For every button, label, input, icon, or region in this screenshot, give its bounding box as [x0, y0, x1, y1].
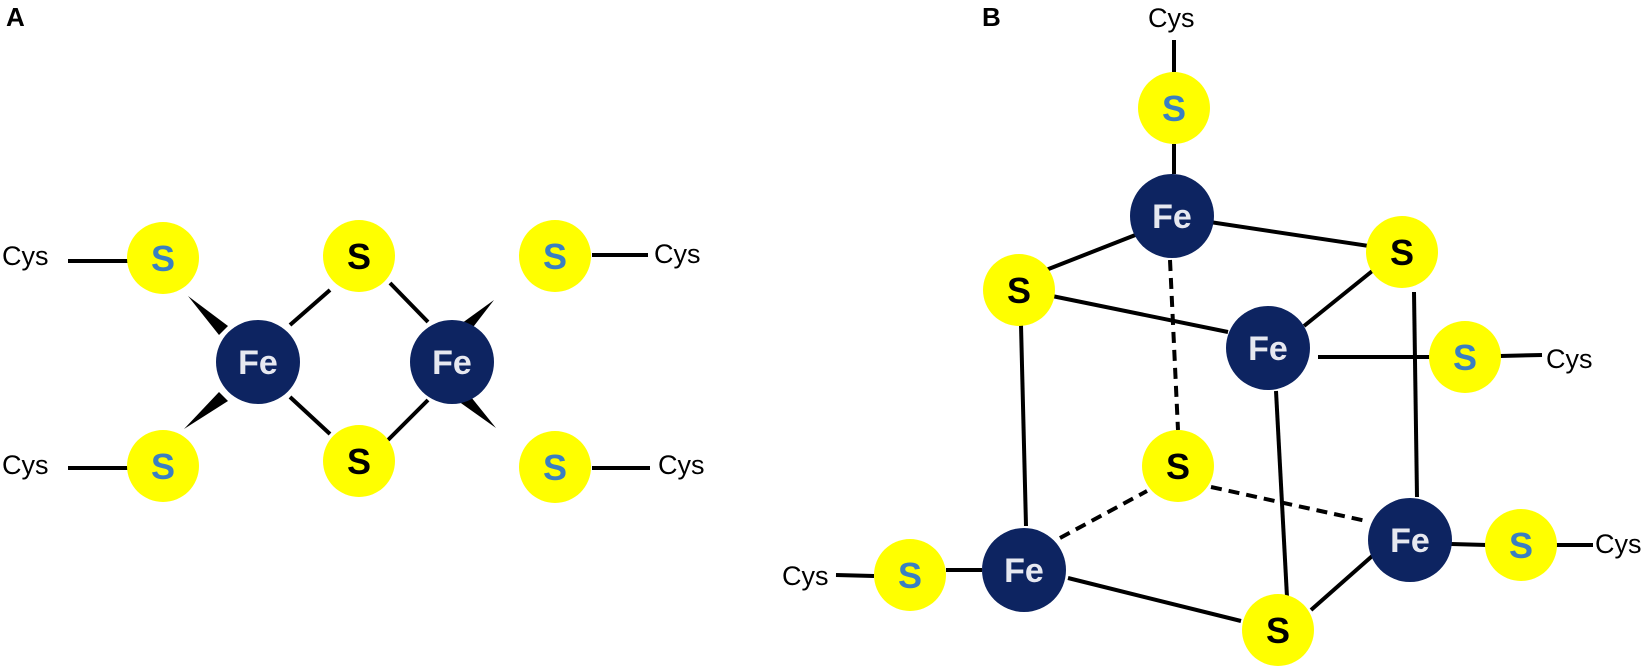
terminal-sulfur-atom-b-left: S — [874, 539, 946, 611]
panel-a-bonds — [68, 253, 650, 470]
iron-atom-b-bottomleft: Fe — [982, 528, 1066, 612]
bond-fe-s-a2 — [388, 281, 430, 324]
bond-fe-mid-s-right — [1302, 266, 1378, 328]
panel-a-label: A — [6, 2, 25, 32]
bond-s-cys-b-right — [1499, 353, 1543, 358]
bond-s-bottom-fe-right — [1309, 548, 1381, 612]
bond-fe-s-b-farright — [1450, 542, 1488, 547]
bond-fe-s-a3 — [288, 395, 332, 436]
cys-label-b-top: Cys — [1148, 3, 1195, 33]
panel-b-label: B — [982, 2, 1001, 32]
bridging-sulfur-atom-bottom: S — [323, 425, 395, 497]
bond-s-left-fe-bottomleft — [1019, 324, 1028, 527]
iron-label: Fe — [238, 344, 278, 382]
bond-fe-bottomleft-s-bottom — [1067, 576, 1242, 623]
bond-fe-s-a4 — [386, 398, 430, 442]
bridging-sulfur-label: S — [347, 236, 371, 277]
wedge-bond-a2 — [184, 392, 228, 429]
terminal-sulfur-atom-b-top: S — [1138, 72, 1210, 144]
terminal-sulfur-atom-a1: S — [127, 222, 199, 294]
bond-fe-mid-s-bottom — [1274, 390, 1289, 598]
iron-atom-b-middle: Fe — [1226, 306, 1310, 390]
bond-s-left-fe-top — [1045, 230, 1144, 272]
bond-fe-s-a1 — [288, 288, 332, 327]
core-sulfur-label: S — [1007, 270, 1031, 311]
bridging-sulfur-atom-top: S — [323, 220, 395, 292]
core-sulfur-label: S — [1266, 610, 1290, 651]
terminal-sulfur-atom-b-farright: S — [1485, 509, 1557, 581]
cys-label-b-right: Cys — [1546, 344, 1593, 374]
cys-label-a1: Cys — [2, 241, 49, 271]
terminal-sulfur-label: S — [1509, 525, 1533, 566]
cys-label-b-left: Cys — [782, 561, 829, 591]
bond-s-right-fe-right — [1412, 291, 1419, 498]
terminal-sulfur-label: S — [151, 238, 175, 279]
iron-label: Fe — [1390, 522, 1430, 560]
panel-b-bonds — [835, 40, 1593, 623]
terminal-sulfur-label: S — [1453, 337, 1477, 378]
dashed-bond-fe-left-s-back — [1059, 489, 1148, 540]
core-sulfur-atom-left: S — [983, 254, 1055, 326]
terminal-sulfur-label: S — [151, 446, 175, 487]
bond-s-left-fe-mid — [1051, 294, 1229, 334]
terminal-sulfur-atom-a2: S — [127, 430, 199, 502]
cys-label-b-farright: Cys — [1595, 529, 1642, 559]
panel-b-4fe-4s-cluster: Cys Cys Cys Cys S S S S S S — [782, 3, 1642, 666]
terminal-sulfur-label: S — [1162, 88, 1186, 129]
core-sulfur-label: S — [1390, 232, 1414, 273]
terminal-sulfur-label: S — [543, 447, 567, 488]
cys-label-a2: Cys — [2, 450, 49, 480]
iron-label: Fe — [1248, 330, 1288, 368]
iron-atom-b-top: Fe — [1130, 174, 1214, 258]
dashed-bond-s-back-fe-right — [1210, 485, 1367, 523]
bridging-sulfur-label: S — [347, 441, 371, 482]
iron-atom-b-right: Fe — [1368, 498, 1452, 582]
core-sulfur-label: S — [1166, 446, 1190, 487]
iron-atom-a2: Fe — [410, 320, 494, 404]
cys-label-a3: Cys — [654, 239, 701, 269]
terminal-sulfur-label: S — [898, 555, 922, 596]
panel-a-2fe-2s-cluster: Cys Cys Cys Cys S S S S S S — [2, 220, 705, 503]
terminal-sulfur-atom-a4: S — [519, 431, 591, 503]
terminal-sulfur-atom-b-right: S — [1429, 321, 1501, 393]
iron-label: Fe — [1004, 552, 1044, 590]
wedge-bond-a1 — [188, 296, 228, 335]
core-sulfur-atom-right: S — [1366, 216, 1438, 288]
terminal-sulfur-atom-a3: S — [519, 220, 591, 292]
terminal-sulfur-label: S — [543, 236, 567, 277]
dashed-bond-fe-top-s-back — [1168, 259, 1180, 431]
iron-label: Fe — [1152, 198, 1192, 236]
bond-cys-s-b-left — [835, 573, 875, 578]
core-sulfur-atom-bottom: S — [1242, 594, 1314, 666]
core-sulfur-atom-back: S — [1142, 430, 1214, 502]
iron-label: Fe — [432, 344, 472, 382]
iron-atom-a1: Fe — [216, 320, 300, 404]
cys-label-a4: Cys — [658, 450, 705, 480]
